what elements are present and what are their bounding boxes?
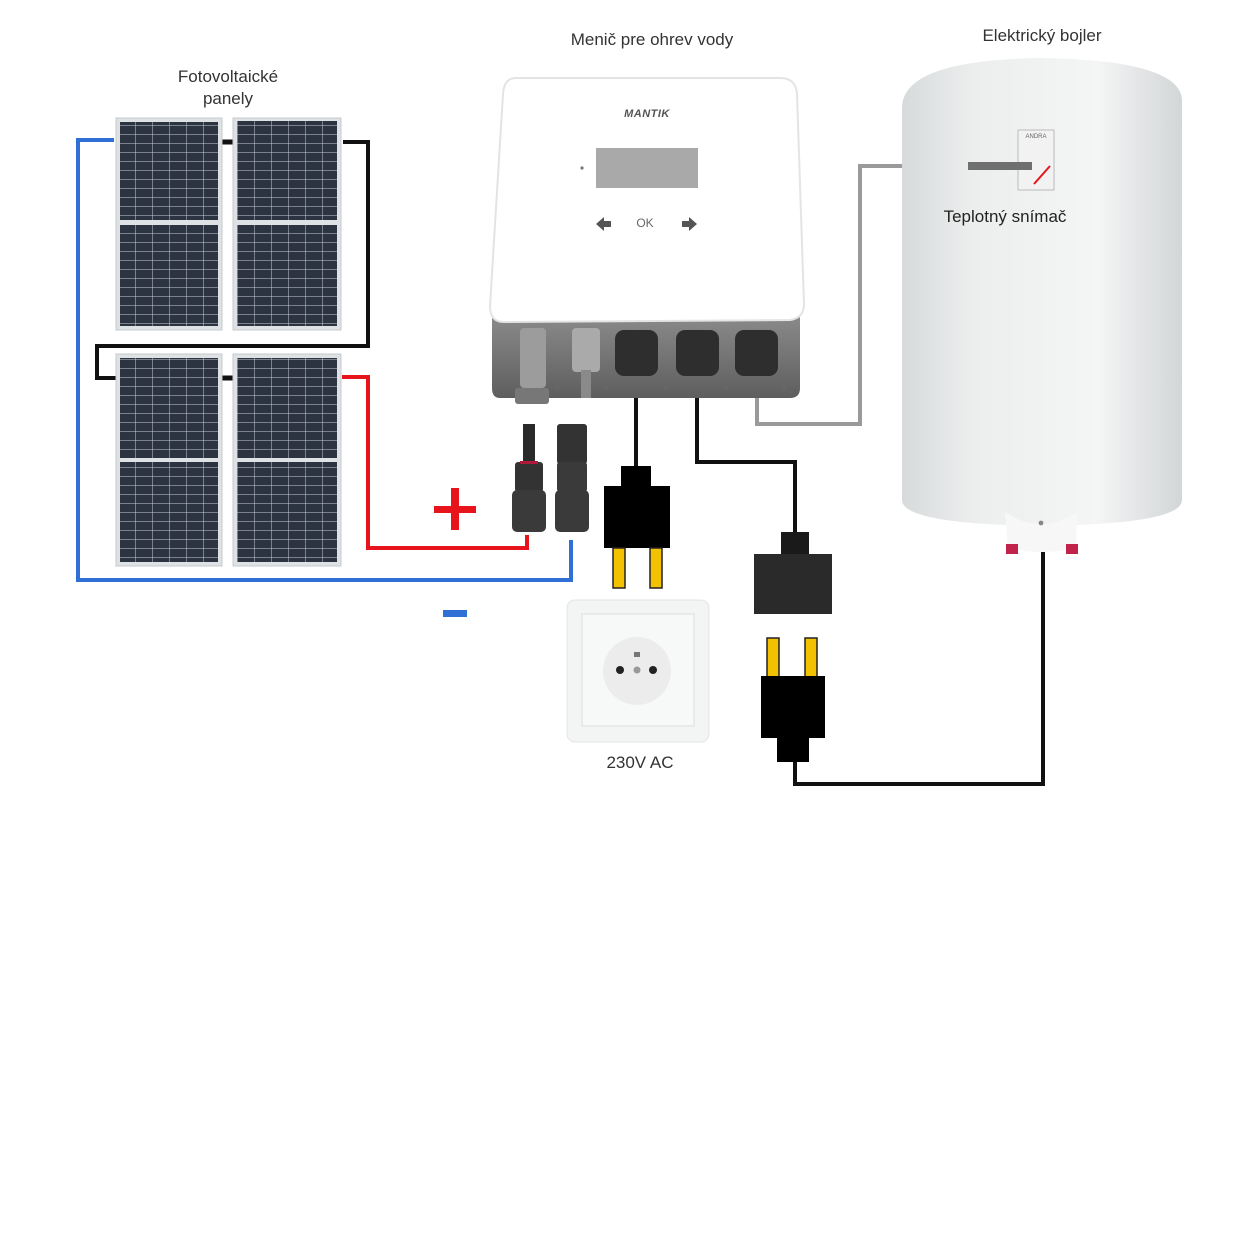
mc4-port [520, 328, 546, 388]
pv-panel [115, 353, 223, 567]
pv-panels-label: Fotovoltaické panely [140, 66, 316, 110]
wall-socket [566, 599, 710, 743]
inverter-unit [488, 77, 806, 404]
socket-voltage-label: 230V AC [606, 753, 674, 772]
positive-wire [342, 375, 529, 550]
cable-gland [676, 330, 719, 376]
minus-sign-icon [443, 610, 467, 617]
cable-gland [615, 330, 658, 376]
boiler-power-cable [793, 552, 1045, 786]
pv-panel-array [115, 117, 342, 567]
pv-panel [232, 117, 342, 331]
mc4-port [572, 328, 600, 372]
negative-wire [76, 138, 573, 582]
inverter-ok-button[interactable]: OK [636, 216, 654, 230]
pv-panel [232, 353, 342, 567]
boiler-output-socket-adapter [754, 532, 832, 614]
ac-input-plug [604, 466, 670, 589]
temperature-sensor-probe [968, 162, 1032, 170]
arrow-left-icon[interactable] [596, 217, 611, 231]
pv-panel [115, 117, 223, 331]
boiler-output-cable [695, 370, 797, 536]
cable-gland [735, 330, 778, 376]
mc4-connector-positive [512, 424, 546, 532]
inverter-label: Menič pre ohrev vody [570, 30, 734, 49]
thermostat-brand: ANDRA [1025, 134, 1047, 140]
plus-sign-icon [434, 488, 476, 530]
temperature-sensor-label: Teplotný snímač [943, 207, 1067, 226]
pv-panels-label-line1: Fotovoltaické [177, 67, 279, 86]
thermostat-dial [1017, 129, 1055, 191]
inverter-brand-logo: MANTIK [624, 108, 670, 120]
pv-panels-label-line2: panely [202, 89, 254, 108]
boiler-label: Elektrický bojler [982, 26, 1102, 45]
inverter-display [596, 148, 698, 188]
electric-boiler [902, 58, 1182, 554]
sensor-wire [755, 164, 968, 426]
boiler-plug [761, 637, 825, 762]
mc4-connector-negative [555, 424, 589, 532]
arrow-right-icon[interactable] [682, 217, 697, 231]
